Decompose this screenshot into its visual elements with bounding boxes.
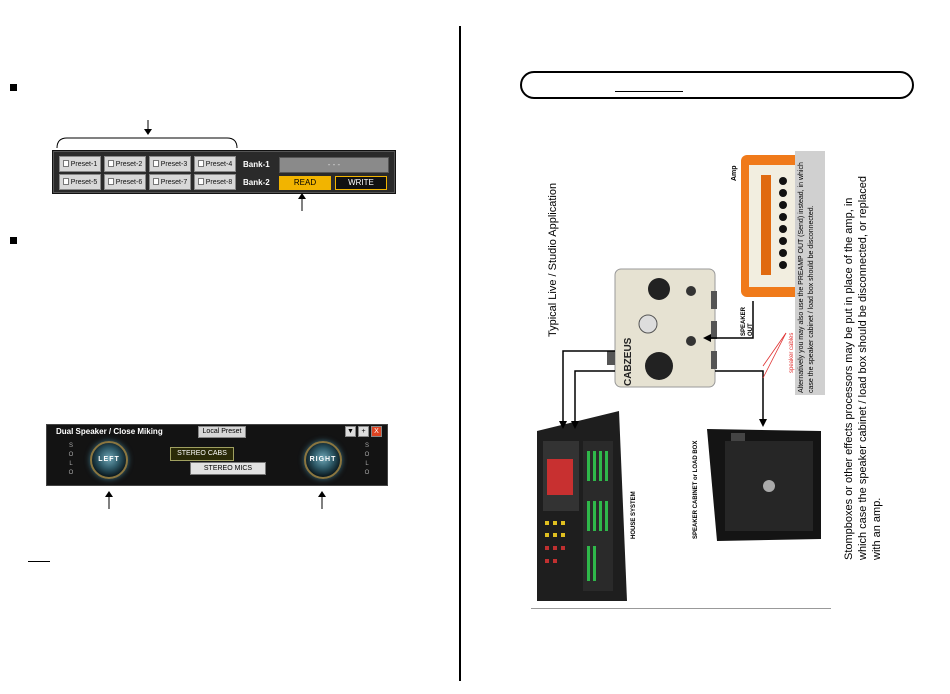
application-diagram: Typical Live / Studio Application Amp SP…: [531, 141, 831, 609]
checkbox-icon: [62, 160, 69, 167]
bank-name-display: - - -: [279, 157, 389, 173]
checkbox-icon: [197, 160, 204, 167]
dropdown-icon[interactable]: ▼: [345, 426, 356, 437]
preset-label: Preset-2: [115, 161, 143, 168]
preset-5-button[interactable]: Preset-5: [59, 174, 101, 190]
speaker-cabinet-label: SPEAKER CABINET or LOAD BOX: [693, 440, 699, 539]
preset-label: Preset-6: [115, 179, 143, 186]
checkbox-icon: [107, 178, 114, 185]
oval-underline: [615, 91, 683, 92]
speaker-cable-callout: [762, 332, 787, 379]
bullet-1: [10, 84, 17, 91]
amp-label: Amp: [731, 165, 738, 181]
solo-letter: O: [68, 452, 74, 458]
bank-1-label: Bank-1: [243, 160, 270, 169]
preset-6-button[interactable]: Preset-6: [104, 174, 146, 190]
caption-line: Stompboxes or other effects processors m…: [843, 197, 855, 560]
preset-8-button[interactable]: Preset-8: [194, 174, 236, 190]
solo-letter: O: [364, 470, 370, 476]
figure-title: Typical Live / Studio Application: [547, 182, 559, 337]
write-button[interactable]: WRITE: [335, 176, 387, 190]
solo-letter: O: [68, 470, 74, 476]
solo-letter: L: [69, 461, 73, 467]
read-button[interactable]: READ: [279, 176, 331, 190]
read-pointer-arrow: [298, 193, 306, 211]
preset-bracket: [56, 120, 238, 149]
preamp-note: Alternatively you may also use the PREAM…: [798, 162, 815, 393]
figure-caption: Stompboxes or other effects processors m…: [842, 176, 884, 560]
left-knob-arrow: [105, 491, 113, 509]
preset-label: Preset-5: [70, 179, 98, 186]
solo-letter: S: [68, 443, 73, 449]
stereo-cabs-button[interactable]: STEREO CABS: [170, 447, 234, 461]
speaker-cables-label: speaker cables: [789, 332, 795, 373]
caption-line: with an amp.: [871, 497, 883, 560]
preamp-note-box: [795, 151, 825, 395]
bank-2-label: Bank-2: [243, 178, 270, 187]
left-speaker-knob[interactable]: LEFT: [90, 441, 128, 479]
cabzeus-device-icon: [607, 268, 717, 388]
preset-2-button[interactable]: Preset-2: [104, 156, 146, 172]
solo-letter: L: [365, 461, 369, 467]
right-knob-arrow: [318, 491, 326, 509]
solo-letter: S: [364, 443, 369, 449]
preset-label: Preset-1: [70, 161, 98, 168]
solo-left-label: S O L O: [67, 442, 75, 478]
column-divider: [459, 26, 461, 681]
panel-title: Dual Speaker / Close Miking: [56, 427, 163, 436]
diagram-art: [537, 151, 825, 601]
close-icon[interactable]: X: [371, 426, 382, 437]
preset-4-button[interactable]: Preset-4: [194, 156, 236, 172]
caption-line: which case the speaker cabinet / load bo…: [857, 175, 869, 560]
preset-3-button[interactable]: Preset-3: [149, 156, 191, 172]
stereo-mics-button[interactable]: STEREO MICS: [190, 462, 266, 475]
speaker-out-label: SPEAKER OUT: [741, 306, 754, 336]
bullet-2: [10, 237, 17, 244]
checkbox-icon: [152, 178, 159, 185]
checkbox-icon: [107, 160, 114, 167]
house-system-label: HOUSE SYSTEM: [631, 491, 637, 539]
device-brand-label: CABZEUS: [623, 337, 634, 386]
checkbox-icon: [197, 178, 204, 185]
checkbox-icon: [152, 160, 159, 167]
solo-right-label: S O L O: [363, 442, 371, 478]
section-oval-frame: [520, 71, 914, 99]
preset-label: Preset-3: [160, 161, 188, 168]
speaker-cabinet-icon: [707, 429, 821, 541]
preset-label: Preset-7: [160, 179, 188, 186]
right-speaker-knob[interactable]: RIGHT: [304, 441, 342, 479]
note-underline: [28, 561, 50, 562]
plus-icon[interactable]: +: [358, 426, 369, 437]
mixer-console-icon: [537, 411, 627, 601]
preset-1-button[interactable]: Preset-1: [59, 156, 101, 172]
dual-speaker-panel: Dual Speaker / Close Miking Local Preset…: [46, 424, 388, 486]
checkbox-icon: [62, 178, 69, 185]
preset-bank-panel: Preset-1 Preset-2 Preset-3 Preset-4 Pres…: [52, 150, 396, 194]
signal-cables: [562, 301, 764, 426]
local-preset-tab[interactable]: Local Preset: [198, 426, 246, 438]
preset-7-button[interactable]: Preset-7: [149, 174, 191, 190]
preset-label: Preset-4: [205, 161, 233, 168]
preset-label: Preset-8: [205, 179, 233, 186]
solo-letter: O: [364, 452, 370, 458]
